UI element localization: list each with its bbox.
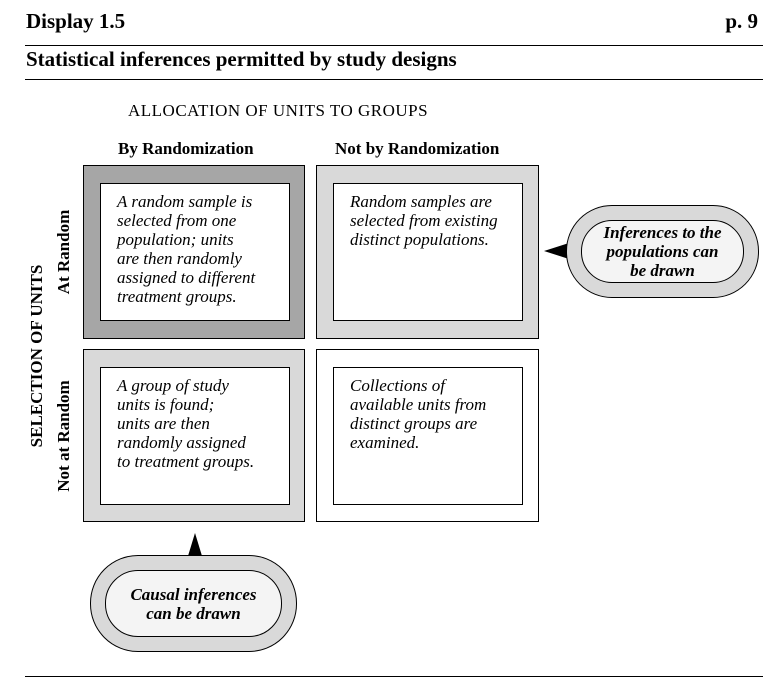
cell-line: are then randomly: [117, 249, 242, 268]
cell-line: to treatment groups.: [117, 452, 255, 471]
cell-line: population; units: [117, 230, 234, 249]
callout-causal-text: Causal inferences can be drawn: [105, 570, 282, 637]
cell-line: Random samples are: [350, 192, 492, 211]
cell-text-box: Random samples are selected from existin…: [333, 183, 523, 321]
title-rule: [25, 79, 763, 80]
page-title: Statistical inferences permitted by stud…: [26, 47, 457, 71]
cell-random-selection-nonrandom-allocation: Random samples are selected from existin…: [316, 165, 539, 339]
callout-line: can be drawn: [146, 603, 241, 623]
top-rule: [25, 45, 763, 46]
cell-line: A random sample is: [117, 192, 253, 211]
callout-line: Causal inferences: [130, 584, 257, 604]
cell-line: treatment groups.: [117, 287, 237, 306]
callout-line: populations can: [606, 242, 719, 261]
cell-line: examined.: [350, 433, 420, 452]
callout-populations-text: Inferences to the populations can be dra…: [581, 220, 744, 283]
display-label: Display 1.5: [26, 9, 126, 33]
bottom-rule: [25, 676, 763, 677]
cell-nonrandom-selection-nonrandom-allocation: Collections of available units from dist…: [316, 349, 539, 522]
cell-text-box: A random sample is selected from one pop…: [100, 183, 290, 321]
callout-line: Inferences to the: [603, 223, 722, 242]
cell-line: assigned to different: [117, 268, 256, 287]
column-header-not-by-randomization: Not by Randomization: [335, 139, 500, 158]
cell-text-box: A group of study units is found; units a…: [100, 367, 290, 505]
cell-line: Collections of: [350, 376, 445, 395]
cell-line: selected from one: [117, 211, 237, 230]
cell-line: selected from existing: [350, 211, 498, 230]
pointer-left-icon: [544, 243, 569, 259]
selection-heading: SELECTION OF UNITS: [27, 264, 46, 448]
callout-causal: Causal inferences can be drawn: [90, 555, 297, 652]
row-header-at-random: At Random: [54, 209, 73, 295]
page-number: p. 9: [725, 9, 758, 33]
pointer-up-icon: [188, 533, 202, 556]
cell-line: distinct groups are: [350, 414, 478, 433]
column-header-by-randomization: By Randomization: [118, 139, 254, 158]
row-header-not-at-random: Not at Random: [54, 380, 73, 492]
cell-random-selection-random-allocation: A random sample is selected from one pop…: [83, 165, 305, 339]
cell-text-box: Collections of available units from dist…: [333, 367, 523, 505]
cell-line: randomly assigned: [117, 433, 246, 452]
cell-line: available units from: [350, 395, 487, 414]
cell-line: A group of study: [117, 376, 229, 395]
cell-line: units is found;: [117, 395, 215, 414]
cell-nonrandom-selection-random-allocation: A group of study units is found; units a…: [83, 349, 305, 522]
allocation-heading: ALLOCATION OF UNITS TO GROUPS: [128, 101, 429, 120]
cell-line: units are then: [117, 414, 210, 433]
cell-line: distinct populations.: [350, 230, 489, 249]
callout-populations: Inferences to the populations can be dra…: [566, 205, 759, 298]
callout-line: be drawn: [630, 261, 695, 280]
